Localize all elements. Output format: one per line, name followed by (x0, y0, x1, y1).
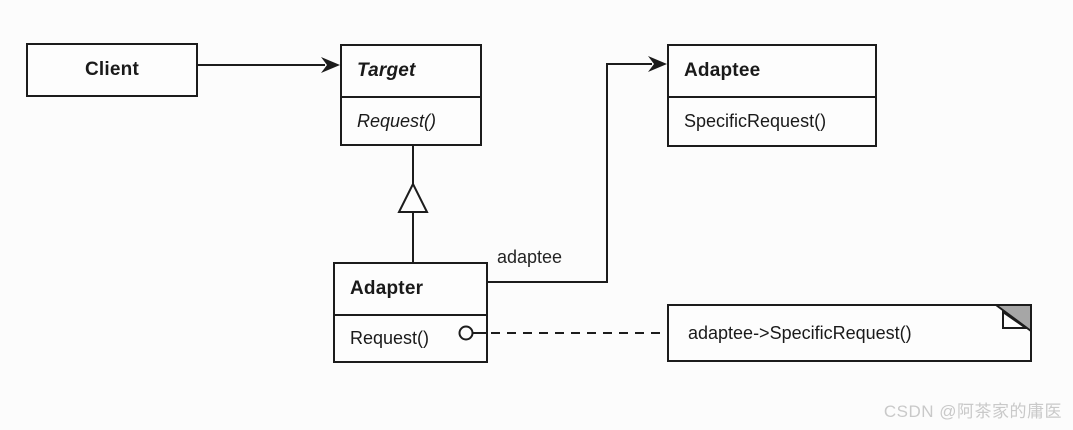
adaptee-class-name: Adaptee (684, 60, 761, 81)
class-box-target: Target Request() (340, 44, 482, 146)
adapter-class-name: Adapter (350, 278, 424, 299)
adapter-to-target-generalization (397, 146, 429, 262)
client-name-compartment: Client (28, 45, 196, 95)
csdn-watermark: CSDN @阿茶家的庸医 (883, 402, 1062, 421)
target-class-name: Target (357, 60, 416, 81)
client-class-name: Client (85, 59, 139, 80)
adapter-name-compartment: Adapter (335, 264, 486, 314)
filled-arrowhead-icon (321, 57, 340, 73)
adaptee-name-compartment: Adaptee (669, 46, 875, 96)
implementation-note-text: adaptee->SpecificRequest() (688, 322, 912, 343)
class-box-adapter: Adapter Request() (333, 262, 488, 363)
client-to-target-arrow (198, 57, 340, 73)
implementation-note-box: adaptee->SpecificRequest() (667, 304, 1032, 362)
note-link (458, 325, 666, 341)
filled-arrowhead-icon (648, 56, 667, 72)
adapter-method-compartment: Request() (335, 314, 486, 361)
target-name-compartment: Target (342, 46, 480, 96)
hollow-triangle-inheritance-icon (397, 181, 429, 213)
adaptee-method-compartment: SpecificRequest() (669, 96, 875, 145)
adapter-method-request: Request() (350, 328, 430, 348)
class-box-client: Client (26, 43, 198, 97)
target-method-compartment: Request() (342, 96, 480, 144)
class-box-adaptee: Adaptee SpecificRequest() (667, 44, 877, 147)
adaptee-method-specificrequest: SpecificRequest() (684, 111, 827, 131)
association-label-adaptee: adaptee (497, 247, 563, 267)
target-method-request: Request() (357, 110, 437, 131)
